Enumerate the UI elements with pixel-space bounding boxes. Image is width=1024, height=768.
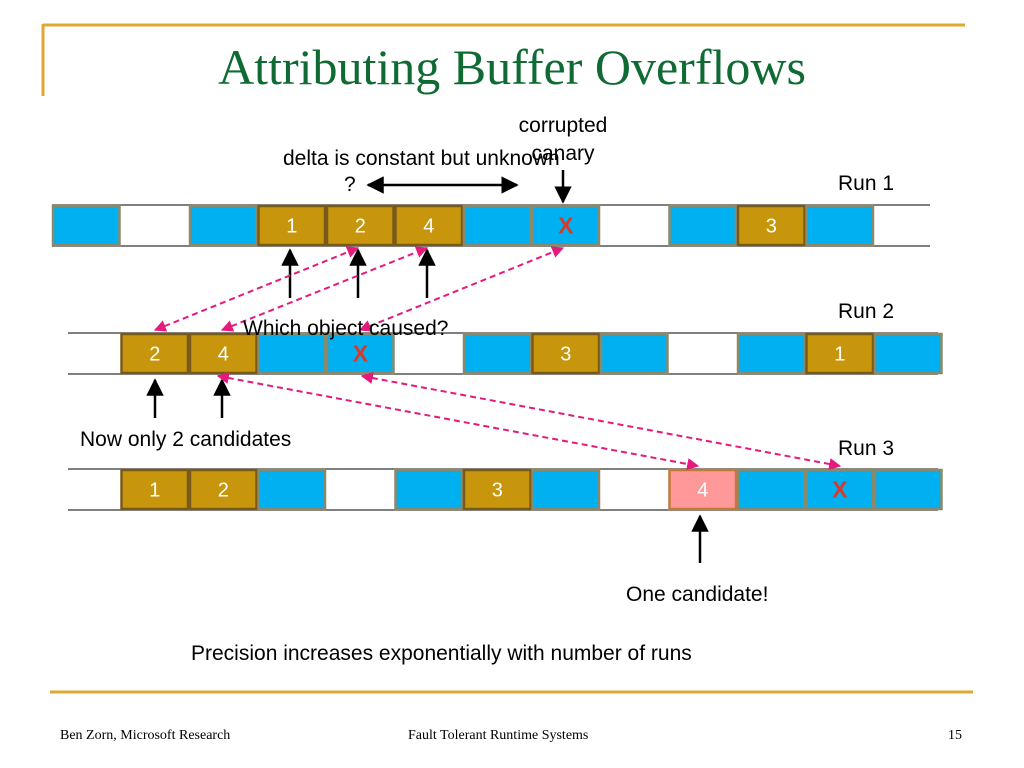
block-label-3: 3 <box>766 216 777 238</box>
block-label-1: 1 <box>834 344 845 366</box>
allocated-block <box>736 468 806 511</box>
candidate-object-block-4 <box>668 468 738 511</box>
object-block-3 <box>531 332 601 375</box>
object-block-1 <box>257 204 327 247</box>
block-label-4: 4 <box>697 480 708 502</box>
run-1-label: Run 1 <box>838 172 895 195</box>
block-label-2: 2 <box>218 480 229 502</box>
block-label-3: 3 <box>560 344 571 366</box>
two-candidates-label: Now only 2 candidates <box>80 428 292 451</box>
which-object-label: Which object caused? <box>243 317 449 340</box>
footer-page-number: 15 <box>948 728 962 743</box>
block-label-1: 1 <box>286 216 297 238</box>
block-label-2: 2 <box>149 344 160 366</box>
object-block-3 <box>462 468 532 511</box>
object-block-4 <box>188 332 258 375</box>
allocated-block <box>257 468 327 511</box>
allocated-block <box>736 332 806 375</box>
corrupted-canary-line-1: corrupted <box>518 114 608 137</box>
footer-course-title: Fault Tolerant Runtime Systems <box>408 728 589 743</box>
delta-question-mark: ? <box>344 173 356 196</box>
corrupted-canary-block <box>531 204 601 247</box>
corrupted-canary-label: corrupted canary <box>503 112 623 168</box>
match-arrow-obj4-run2-run3 <box>216 372 700 470</box>
one-candidate-label: One candidate! <box>626 583 769 606</box>
delta-label: delta is constant but unknown <box>283 147 560 170</box>
run-2-label: Run 2 <box>838 300 895 323</box>
allocated-block <box>188 204 258 247</box>
allocated-block <box>873 332 943 375</box>
object-block-2 <box>325 204 395 247</box>
slide-title: Attributing Buffer Overflows <box>218 39 806 95</box>
heap-row-run-3: 1 2 3 4 X <box>68 468 943 511</box>
allocated-block <box>257 332 327 375</box>
match-arrow-canary-run1-run2 <box>358 246 565 332</box>
footer-author: Ben Zorn, Microsoft Research <box>60 728 231 743</box>
precision-statement: Precision increases exponentially with n… <box>191 642 692 665</box>
match-arrow-canary-run2-run3 <box>360 372 842 470</box>
allocated-block <box>599 332 669 375</box>
allocated-block <box>873 468 943 511</box>
heap-row-run-1: 1 2 4 X 3 <box>51 204 930 247</box>
allocated-block <box>462 332 532 375</box>
block-label-2: 2 <box>355 216 366 238</box>
corrupted-canary-line-2: canary <box>531 142 595 165</box>
object-block-3 <box>736 204 806 247</box>
run-3-label: Run 3 <box>838 437 895 460</box>
object-block-2 <box>120 332 190 375</box>
corrupted-canary-block <box>325 332 395 375</box>
allocated-block <box>462 204 532 247</box>
heap-row-run-2: 2 4 X 3 1 <box>68 332 943 375</box>
object-block-4 <box>394 204 464 247</box>
allocated-block <box>531 468 601 511</box>
object-block-2 <box>188 468 258 511</box>
allocated-block <box>668 204 738 247</box>
block-label-3: 3 <box>492 480 503 502</box>
canary-x-mark: X <box>353 341 369 367</box>
object-block-1 <box>120 468 190 511</box>
block-label-1: 1 <box>149 480 160 502</box>
allocated-block <box>394 468 464 511</box>
corrupted-canary-block <box>805 468 875 511</box>
block-label-4: 4 <box>218 344 229 366</box>
allocated-block <box>805 204 875 247</box>
allocated-block <box>51 204 121 247</box>
block-label-4: 4 <box>423 216 434 238</box>
canary-x-mark: X <box>832 477 848 503</box>
canary-x-mark: X <box>558 213 574 239</box>
